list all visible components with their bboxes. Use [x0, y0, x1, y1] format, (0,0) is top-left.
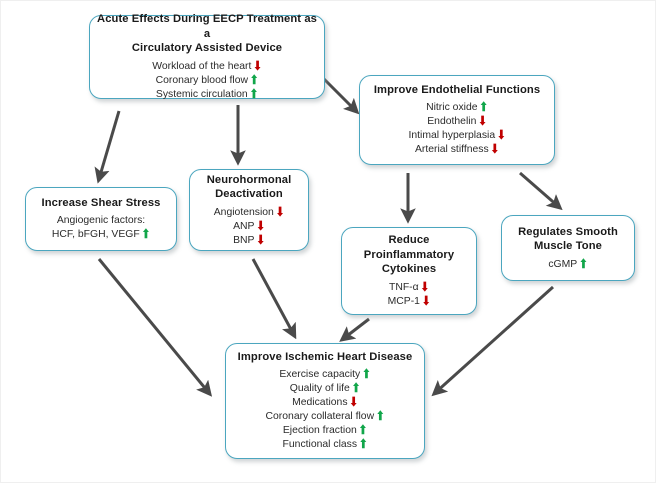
list-item: TNF-α⬇ — [388, 280, 430, 295]
decrease-arrow-icon: ⬇ — [253, 59, 262, 74]
increase-arrow-icon: ⬆ — [359, 438, 368, 452]
list-item: Nitric oxide⬆ — [426, 101, 488, 115]
node-items: Nitric oxide⬆ Endothelin⬇ Intimal hyperp… — [366, 101, 548, 157]
node-items: Exercise capacity⬆ Quality of life⬆ Medi… — [232, 368, 418, 452]
node-items: Workload of the heart⬇ Coronary blood fl… — [96, 60, 318, 102]
decrease-arrow-icon: ⬇ — [497, 129, 506, 143]
decrease-arrow-icon: ⬇ — [478, 115, 487, 129]
node-improve-endothelial-functions[interactable]: Improve Endothelial Functions Nitric oxi… — [359, 75, 555, 165]
list-item: Endothelin⬇ — [427, 115, 487, 129]
increase-arrow-icon: ⬆ — [351, 382, 361, 396]
node-items: cGMP⬆ — [508, 258, 628, 272]
increase-arrow-icon: ⬆ — [362, 368, 371, 382]
node-title: Reduce Proinflammatory Cytokines — [363, 234, 455, 276]
increase-arrow-icon: ⬆ — [141, 228, 151, 242]
list-item: Exercise capacity⬆ — [279, 368, 371, 382]
node-acute-effects[interactable]: Acute Effects During EECP Treatment as a… — [89, 13, 325, 102]
increase-arrow-icon: ⬆ — [479, 101, 488, 115]
increase-arrow-icon: ⬆ — [250, 73, 259, 88]
list-item: Coronary blood flow⬆ — [155, 73, 259, 88]
decrease-arrow-icon: ⬇ — [275, 205, 285, 220]
node-improve-ischemic-heart-disease[interactable]: Improve Ischemic Heart Disease Exercise … — [225, 343, 425, 459]
list-item: Arterial stiffness⬇ — [414, 143, 500, 157]
node-increase-shear-stress[interactable]: Increase Shear Stress Angiogenic factors… — [25, 187, 177, 251]
edge-endothelial-to-smooth — [519, 171, 563, 211]
decrease-arrow-icon: ⬇ — [256, 233, 265, 248]
node-title: Increase Shear Stress — [41, 196, 161, 209]
decrease-arrow-icon: ⬇ — [490, 143, 500, 157]
edge-acute-to-shear — [94, 110, 121, 184]
node-title: Acute Effects During EECP Treatment as a… — [97, 13, 317, 55]
list-item: BNP⬇ — [233, 233, 265, 248]
node-title: Improve Ischemic Heart Disease — [237, 350, 413, 363]
list-item: Systemic circulation⬆ — [155, 87, 259, 102]
list-item: Quality of life⬆ — [289, 382, 361, 396]
node-neurohormonal-deactivation[interactable]: Neurohormonal Deactivation Angiotension⬇… — [189, 169, 309, 251]
node-title: Regulates Smooth Muscle Tone — [518, 225, 618, 253]
increase-arrow-icon: ⬆ — [376, 410, 385, 424]
decrease-arrow-icon: ⬇ — [349, 396, 358, 410]
list-item: Workload of the heart⬇ — [152, 59, 262, 74]
decrease-arrow-icon: ⬇ — [420, 280, 430, 295]
list-item: Angiotension⬇ — [213, 205, 285, 220]
node-regulates-smooth-muscle-tone[interactable]: Regulates Smooth Muscle Tone cGMP⬆ — [501, 215, 635, 281]
decrease-arrow-icon: ⬇ — [256, 219, 265, 234]
list-item: Ejection fraction⬆ — [282, 424, 368, 438]
node-items: Angiotension⬇ ANP⬇ BNP⬇ — [196, 206, 302, 248]
edge-neuro-to-ischemic — [251, 258, 297, 340]
list-item: Medications⬇ — [292, 396, 358, 410]
increase-arrow-icon: ⬆ — [249, 87, 259, 102]
node-title: Neurohormonal Deactivation — [206, 173, 292, 201]
increase-arrow-icon: ⬆ — [579, 257, 588, 272]
list-item: ANP⬇ — [233, 219, 265, 234]
list-item: MCP-1⬇ — [387, 294, 431, 309]
list-item: HCF, bFGH, VEGF⬆ — [51, 228, 151, 242]
list-item: cGMP⬆ — [548, 257, 588, 272]
node-reduce-proinflammatory-cytokines[interactable]: Reduce Proinflammatory Cytokines TNF-α⬇ … — [341, 227, 477, 315]
node-items: Angiogenic factors: HCF, bFGH, VEGF⬆ — [32, 214, 170, 242]
decrease-arrow-icon: ⬇ — [421, 294, 431, 309]
list-item: Intimal hyperplasia⬇ — [408, 129, 506, 143]
list-item: Functional class⬆ — [282, 438, 368, 452]
list-item: Angiogenic factors: — [56, 215, 146, 227]
node-title: Improve Endothelial Functions — [373, 83, 541, 96]
list-item: Coronary collateral flow⬆ — [265, 410, 385, 424]
increase-arrow-icon: ⬆ — [358, 424, 368, 438]
edge-shear-to-ischemic — [97, 258, 213, 397]
edge-acute-to-endothelial — [322, 77, 360, 115]
node-items: TNF-α⬇ MCP-1⬇ — [348, 281, 470, 309]
edge-cytokines-to-ischemic — [339, 317, 370, 342]
